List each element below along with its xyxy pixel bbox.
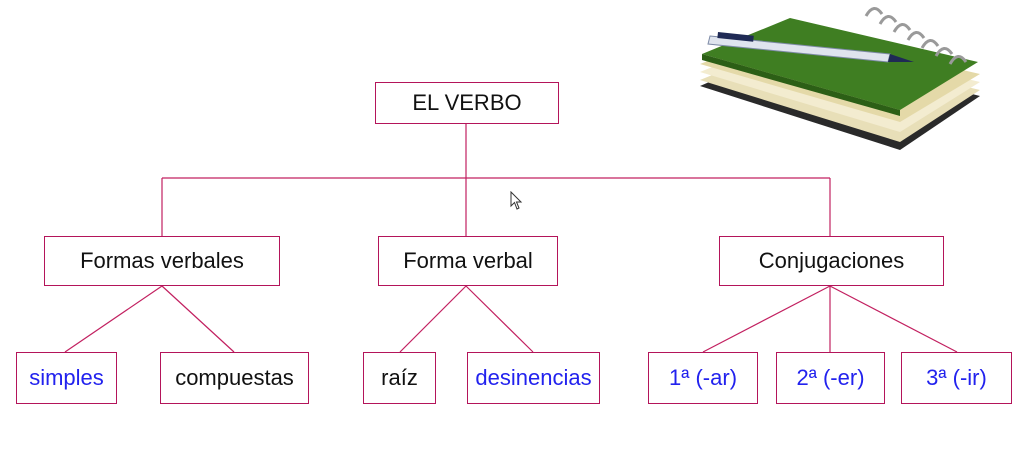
- leaf-node-conjugacion-3[interactable]: 3ª (-ir): [901, 352, 1012, 404]
- root-node-el-verbo: EL VERBO: [375, 82, 559, 124]
- leaf-node-raiz: raíz: [363, 352, 436, 404]
- leaf-link-desinencias: [465, 285, 534, 353]
- leaf-link-raiz: [399, 285, 467, 353]
- branch-node-forma-verbal: Forma verbal: [378, 236, 558, 286]
- leaf-link-simples: [64, 285, 163, 353]
- leaf-link-compuestas: [161, 285, 235, 353]
- notebook-with-pen-icon: [700, 7, 980, 150]
- leaf-node-desinencias[interactable]: desinencias: [467, 352, 600, 404]
- leaf-link-1: [702, 285, 831, 353]
- leaf-node-conjugacion-1[interactable]: 1ª (-ar): [648, 352, 758, 404]
- branch-node-conjugaciones: Conjugaciones: [719, 236, 944, 286]
- leaf-node-compuestas: compuestas: [160, 352, 309, 404]
- leaf-node-conjugacion-2[interactable]: 2ª (-er): [776, 352, 885, 404]
- mouse-cursor-icon: [510, 191, 523, 210]
- leaf-link-3: [829, 285, 958, 353]
- branch-node-formas-verbales: Formas verbales: [44, 236, 280, 286]
- leaf-node-simples[interactable]: simples: [16, 352, 117, 404]
